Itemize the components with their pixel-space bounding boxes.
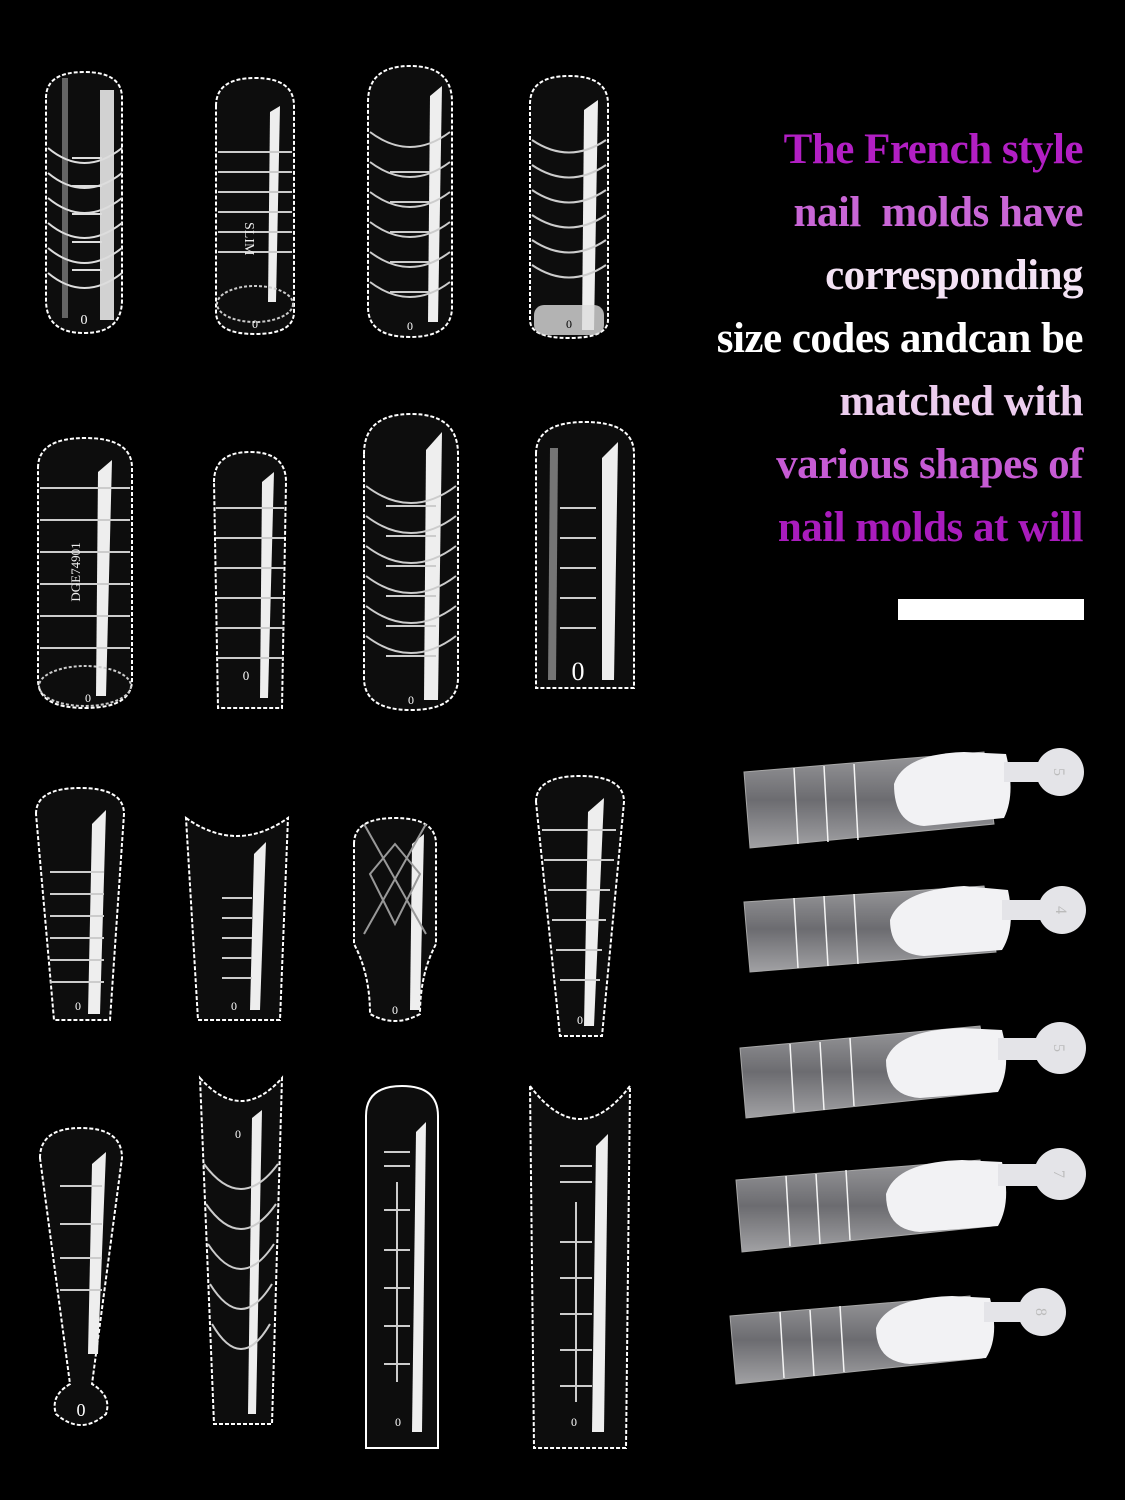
svg-text:0: 0 xyxy=(571,1415,577,1429)
nail-mold-6: 0 xyxy=(210,448,290,713)
dual-form-tip-2: 4 xyxy=(734,880,1094,990)
nail-mold-13: 0 xyxy=(36,1124,126,1434)
nail-mold-2: SLIM 0 xyxy=(210,72,300,337)
nail-mold-3: 0 xyxy=(360,62,460,342)
svg-text:0: 0 xyxy=(235,1127,241,1141)
nail-mold-10: 0 xyxy=(182,814,292,1024)
svg-text:0: 0 xyxy=(231,999,237,1013)
headline-line-1: The French style xyxy=(783,126,1084,173)
nail-mold-15: 0 xyxy=(362,1082,442,1452)
dual-form-tip-3: 5 xyxy=(730,1008,1090,1123)
nail-mold-8: 0 xyxy=(530,418,640,698)
nail-mold-4: 0 xyxy=(524,70,614,340)
nail-mold-9: 0 xyxy=(30,784,130,1024)
svg-text:0: 0 xyxy=(252,317,258,331)
svg-text:4: 4 xyxy=(1052,906,1069,914)
nail-mold-5: DGE74901 0 xyxy=(30,432,140,712)
svg-text:0: 0 xyxy=(408,693,414,707)
headline-line-7: nail molds at will xyxy=(777,504,1084,551)
nail-mold-12: 0 xyxy=(530,772,630,1042)
nail-mold-11: 0 xyxy=(350,814,440,1030)
headline-line-6: various shapes of xyxy=(776,441,1083,488)
svg-text:0: 0 xyxy=(77,1400,86,1420)
svg-text:0: 0 xyxy=(577,1013,583,1027)
dual-form-tip-5: 8 xyxy=(720,1276,1080,1391)
svg-text:0: 0 xyxy=(75,999,81,1013)
svg-text:0: 0 xyxy=(243,668,250,683)
svg-text:8: 8 xyxy=(1032,1308,1049,1316)
nail-mold-16: 0 xyxy=(526,1082,634,1452)
headline-line-2: nail molds have xyxy=(793,189,1084,236)
divider-bar xyxy=(898,599,1084,620)
svg-text:0: 0 xyxy=(407,319,413,333)
headline-line-4: size codes andcan be xyxy=(716,315,1084,362)
svg-text:0: 0 xyxy=(566,317,572,331)
svg-text:5: 5 xyxy=(1050,768,1067,776)
svg-text:SLIM: SLIM xyxy=(241,222,256,256)
headline-line-3: corresponding xyxy=(825,252,1083,299)
svg-text:0: 0 xyxy=(81,313,88,328)
svg-text:0: 0 xyxy=(395,1415,401,1429)
svg-text:DGE74901: DGE74901 xyxy=(68,542,83,601)
svg-text:0: 0 xyxy=(572,657,585,686)
svg-text:7: 7 xyxy=(1050,1170,1067,1178)
svg-text:0: 0 xyxy=(85,691,91,705)
nail-mold-14: 0 xyxy=(196,1074,286,1429)
headline: The French style nail molds have corresp… xyxy=(623,118,1084,559)
nail-mold-7: 0 xyxy=(356,410,466,715)
dual-form-tip-4: 7 xyxy=(726,1140,1091,1260)
svg-text:5: 5 xyxy=(1050,1044,1067,1052)
headline-line-5: matched with xyxy=(839,378,1083,425)
svg-text:0: 0 xyxy=(392,1003,398,1017)
dual-form-tip-1: 5 xyxy=(734,744,1094,864)
nail-mold-1: 0 xyxy=(34,68,134,338)
